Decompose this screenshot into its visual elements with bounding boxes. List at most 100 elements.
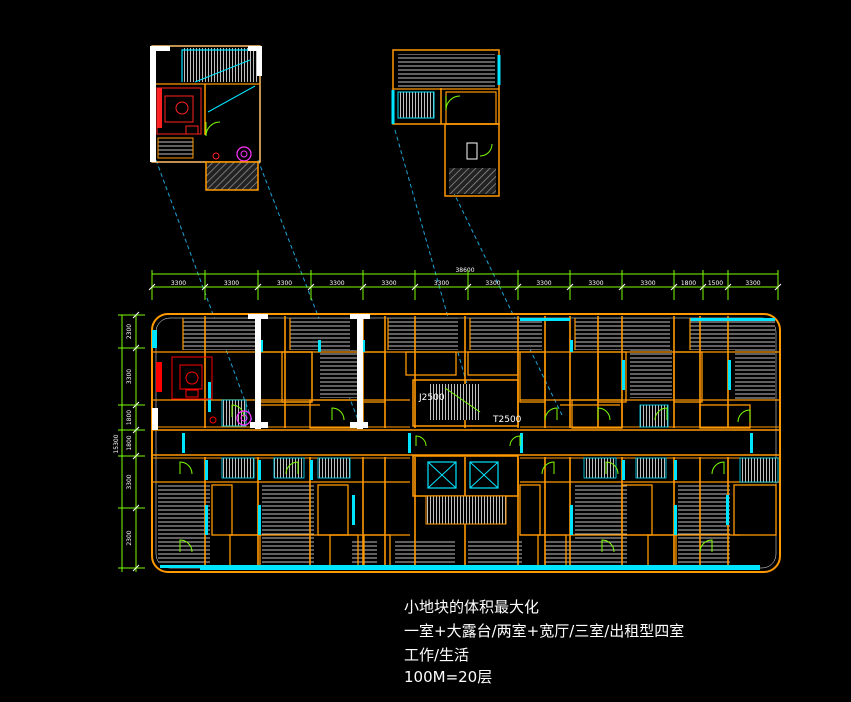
stair-label-left: J2500 xyxy=(418,393,445,403)
dimension-slash xyxy=(254,283,262,291)
door-swing xyxy=(654,407,668,421)
depth-dimension-label: 3300 xyxy=(126,369,133,384)
depth-dimension-slash xyxy=(132,504,140,512)
window-glazing xyxy=(728,360,731,390)
window-glazing xyxy=(570,505,573,535)
door-swing xyxy=(605,461,619,475)
dimension-slash xyxy=(514,283,522,291)
room-box xyxy=(571,399,623,429)
door-swing xyxy=(597,407,611,421)
window-glazing xyxy=(622,360,625,390)
window-glazing xyxy=(408,433,411,453)
structural-wall-white xyxy=(255,314,261,429)
inset-unit-one-bedroom xyxy=(150,45,262,191)
door-swing xyxy=(541,461,555,475)
hatched-room-bottom xyxy=(678,485,730,565)
window-glazing xyxy=(258,460,261,480)
door-swing xyxy=(179,461,193,475)
bay-dimension-label: 3300 xyxy=(434,280,449,287)
main-floor-plan xyxy=(151,313,781,573)
bay-dimension-label: 3300 xyxy=(277,280,292,287)
leader-lines xyxy=(155,129,563,426)
door-swing xyxy=(699,539,713,553)
bay-dimension-label: 3300 xyxy=(745,280,760,287)
bay-dimension-label: 3300 xyxy=(588,280,603,287)
window-glazing xyxy=(690,318,775,321)
depth-dimension-slash xyxy=(132,564,140,572)
structural-wall-white xyxy=(250,422,268,428)
window-glazing xyxy=(258,505,261,535)
stair-core xyxy=(412,379,519,427)
table-circle xyxy=(185,371,199,385)
door-swing xyxy=(601,539,615,553)
window-glazing xyxy=(674,460,677,480)
depth-dimension-slash xyxy=(132,452,140,460)
room-box xyxy=(467,351,519,376)
bed-inner xyxy=(179,364,203,390)
dimension-slash xyxy=(618,283,626,291)
window-glazing xyxy=(152,330,157,348)
door-swing xyxy=(544,407,558,421)
elevator-shaft xyxy=(427,461,457,489)
hatched-balcony-top xyxy=(320,350,360,398)
room-box xyxy=(673,351,703,403)
window-glazing xyxy=(318,340,321,352)
window-glazing xyxy=(310,460,313,480)
door-swing xyxy=(179,539,193,553)
bed-outline xyxy=(171,356,213,400)
hatched-room-bottom xyxy=(262,485,314,565)
bay-dimension-label: 1500 xyxy=(708,280,723,287)
stair-label-right: T2500 xyxy=(492,415,522,425)
elevator-cross-b xyxy=(469,461,499,489)
window-glazing xyxy=(622,460,625,480)
depth-dimension-label: 1800 xyxy=(126,435,133,450)
elevator-shaft xyxy=(469,461,499,489)
hatched-balcony-top xyxy=(183,318,255,350)
small-stair-hatch xyxy=(635,457,667,479)
dimension-slash xyxy=(670,283,678,291)
caption-line-2: 一室+大露台/两室+宽厅/三室/出租型四室 xyxy=(404,622,685,640)
room-box xyxy=(647,534,677,569)
window-glazing xyxy=(362,340,365,352)
room-box xyxy=(519,484,541,536)
room-box xyxy=(699,404,751,429)
toilet-fixture-inner xyxy=(240,414,248,422)
nightstand xyxy=(185,389,199,398)
hatched-room-bottom xyxy=(575,485,627,565)
small-stair-hatch xyxy=(221,457,255,479)
door-swing xyxy=(285,461,299,475)
depth-dimension-label: 2300 xyxy=(126,324,133,339)
window-glazing xyxy=(160,565,760,568)
structural-wall-white xyxy=(350,422,368,428)
structural-wall-white xyxy=(152,408,158,430)
window-glazing xyxy=(182,433,185,453)
bay-dimension-label: 3300 xyxy=(536,280,551,287)
dimension-slash xyxy=(566,283,574,291)
door-swing xyxy=(415,435,427,447)
sink-fixture xyxy=(209,416,217,424)
room-box xyxy=(229,534,261,569)
hatched-room-bottom xyxy=(158,485,210,565)
dimension-slash xyxy=(464,283,472,291)
room-box xyxy=(519,351,546,403)
bay-dimension-label: 3300 xyxy=(329,280,344,287)
stair-arrow xyxy=(444,387,481,413)
depth-dimension-label: 2300 xyxy=(126,530,133,545)
overall-dimension-label: 38600 xyxy=(455,267,474,274)
window-glazing xyxy=(520,318,570,321)
room-box xyxy=(405,351,457,376)
dimension-slash xyxy=(201,283,209,291)
hatched-balcony-top xyxy=(735,330,775,400)
depth-dimension-label: 1800 xyxy=(126,410,133,425)
caption-line-1: 小地块的体积最大化 xyxy=(404,598,540,616)
caption-line-4: 100M=20层 xyxy=(404,668,493,686)
room-box xyxy=(733,484,777,536)
stair-flight-lower xyxy=(425,495,507,525)
elevator-cross-b xyxy=(427,461,457,489)
depth-dimension-slash xyxy=(132,311,140,319)
caption-line-3: 工作/生活 xyxy=(404,646,470,664)
depth-dimension-label: 3300 xyxy=(126,474,133,489)
door-swing xyxy=(737,409,751,423)
